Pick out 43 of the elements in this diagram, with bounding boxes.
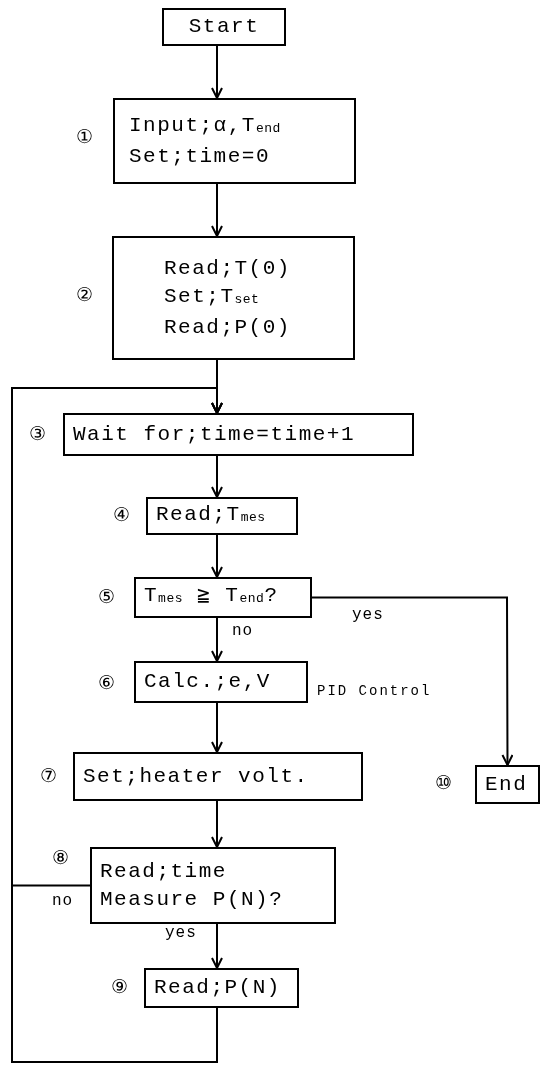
process-box bbox=[113, 98, 356, 184]
process-box bbox=[134, 577, 312, 618]
process-box bbox=[475, 765, 540, 804]
step-text: Read;time bbox=[100, 858, 228, 885]
arrow bbox=[11, 387, 223, 1063]
step-number: ④ bbox=[113, 505, 130, 527]
arrow bbox=[211, 923, 223, 969]
step-text: Read;P(N) bbox=[154, 975, 282, 1001]
arrow bbox=[211, 800, 223, 848]
arrow bbox=[211, 702, 223, 753]
arrow bbox=[211, 617, 223, 662]
process-box bbox=[112, 236, 355, 360]
process-box bbox=[162, 8, 286, 46]
arrow bbox=[211, 45, 223, 99]
step-number: ⑨ bbox=[111, 977, 128, 999]
step-text: Read;T(0) bbox=[164, 255, 292, 282]
process-box bbox=[146, 497, 298, 535]
step-text: Calc.;e,V bbox=[144, 669, 272, 695]
process-box bbox=[90, 847, 336, 924]
process-box bbox=[63, 413, 414, 456]
step-number: ⑩ bbox=[435, 773, 452, 795]
step-text: Start bbox=[187, 14, 261, 40]
step-number: ⑦ bbox=[40, 766, 57, 788]
step-number: ② bbox=[76, 285, 93, 307]
step-number: ① bbox=[76, 127, 93, 149]
step-number: ⑥ bbox=[98, 673, 115, 695]
arrow bbox=[311, 596, 514, 766]
arrow bbox=[211, 455, 223, 498]
step-text: Set;time=0 bbox=[129, 143, 272, 170]
arrow bbox=[211, 183, 223, 237]
process-box bbox=[73, 752, 363, 801]
step-text: Wait for;time=time+1 bbox=[73, 421, 357, 448]
process-box bbox=[134, 661, 308, 703]
step-number: ⑧ bbox=[52, 848, 69, 870]
process-box bbox=[144, 968, 299, 1008]
step-number: ③ bbox=[29, 424, 46, 446]
step-text: Read;P(0) bbox=[164, 314, 292, 341]
step-text: Measure P(N)? bbox=[100, 886, 285, 913]
step-number: ⑤ bbox=[98, 587, 115, 609]
step-note: PID Control bbox=[317, 682, 432, 701]
arrow bbox=[211, 534, 223, 578]
step-text: Set;heater volt. bbox=[83, 763, 310, 790]
step-text: End bbox=[485, 771, 529, 798]
